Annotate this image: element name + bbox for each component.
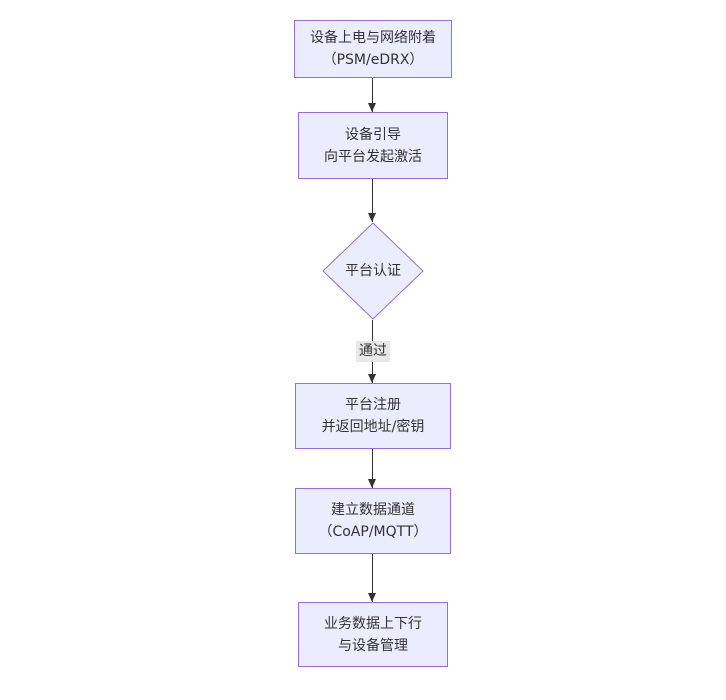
node-business: 业务数据上下行 与设备管理 xyxy=(298,602,448,667)
edge-line xyxy=(372,554,373,602)
arrowhead-down-icon xyxy=(368,213,376,222)
node-register: 平台注册 并返回地址/密钥 xyxy=(295,383,451,449)
node-label-line: （PSM/eDRX） xyxy=(322,52,424,68)
edge-line xyxy=(372,449,373,488)
node-label-line: 设备上电与网络附着 xyxy=(310,30,436,46)
edge-line xyxy=(372,78,373,112)
node-platform-auth: 平台认证 xyxy=(322,222,424,320)
node-label-line: 设备引导 xyxy=(345,126,401,143)
edge-channel-to-business xyxy=(368,554,376,602)
edge-register-to-channel xyxy=(368,449,376,488)
node-data-channel: 建立数据通道 （CoAP/MQTT） xyxy=(295,488,451,554)
arrowhead-down-icon xyxy=(368,479,376,488)
node-label-line: 与设备管理 xyxy=(338,637,408,654)
arrowhead-down-icon xyxy=(368,374,376,383)
node-label-line: 向平台发起激活 xyxy=(324,148,422,165)
edge-bootstrap-to-auth xyxy=(368,179,376,222)
arrowhead-down-icon xyxy=(368,103,376,112)
node-label-line: （CoAP/MQTT） xyxy=(318,524,428,540)
arrowhead-down-icon xyxy=(368,593,376,602)
node-label-line: 业务数据上下行 xyxy=(324,615,422,632)
node-label-line: 平台认证 xyxy=(345,263,401,279)
diamond-shape xyxy=(322,222,424,320)
edge-power-to-bootstrap xyxy=(368,78,376,112)
edge-label-pass: 通过 xyxy=(356,341,390,362)
edge-line xyxy=(372,179,373,222)
node-label-line: 并返回地址/密钥 xyxy=(321,419,425,435)
node-bootstrap: 设备引导 向平台发起激活 xyxy=(298,112,448,179)
node-power-attach: 设备上电与网络附着 （PSM/eDRX） xyxy=(294,20,452,78)
node-label-line: 建立数据通道 xyxy=(331,502,415,518)
node-label-line: 平台注册 xyxy=(345,397,401,413)
